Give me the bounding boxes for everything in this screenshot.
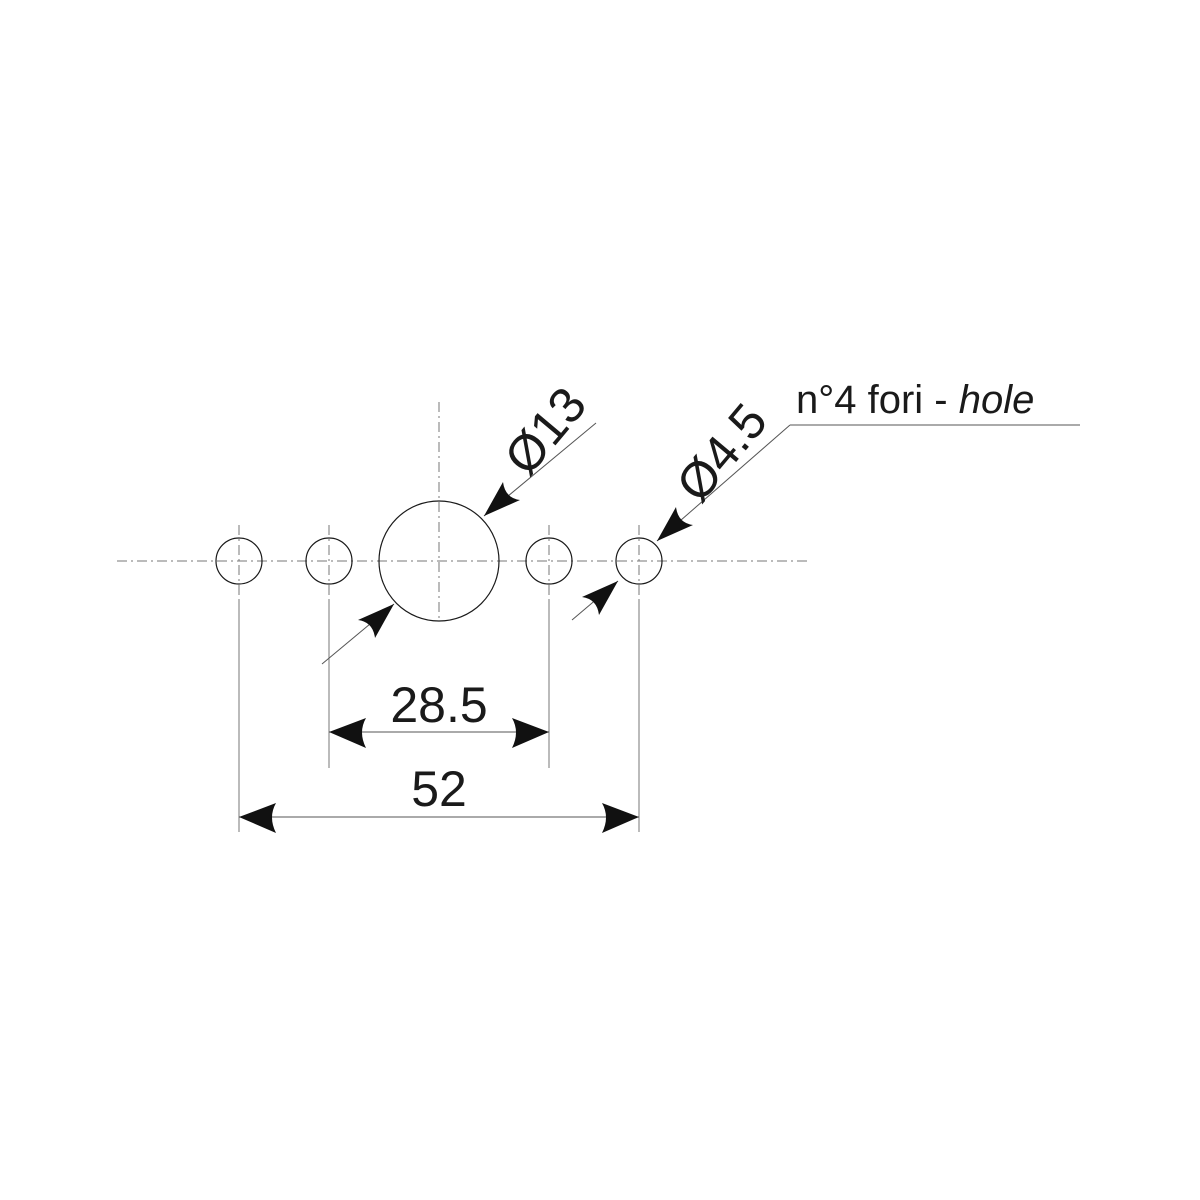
small-hole-1 xyxy=(215,537,263,585)
small-hole-3 xyxy=(525,537,573,585)
outer-spacing-label: 52 xyxy=(411,761,467,817)
big-hole-diameter-label: Ø13 xyxy=(494,377,598,485)
hole-count-note: n°4 fori - hole xyxy=(796,378,1034,422)
inner-spacing-label: 28.5 xyxy=(390,677,487,733)
arrowhead xyxy=(329,718,366,748)
arrowhead xyxy=(484,482,520,516)
arrowhead xyxy=(582,581,618,615)
hole-note-text: n°4 fori - xyxy=(796,378,959,422)
arrowhead xyxy=(657,507,693,541)
arrowhead xyxy=(239,803,276,833)
arrowhead xyxy=(358,604,394,638)
hole-note-italic: hole xyxy=(959,378,1035,422)
small-hole-4 xyxy=(615,537,663,585)
small-hole-2 xyxy=(305,537,353,585)
arrowhead xyxy=(512,718,549,748)
small-hole-diameter-label: Ø4.5 xyxy=(666,393,779,512)
big-hole xyxy=(378,500,500,622)
arrowhead xyxy=(602,803,639,833)
